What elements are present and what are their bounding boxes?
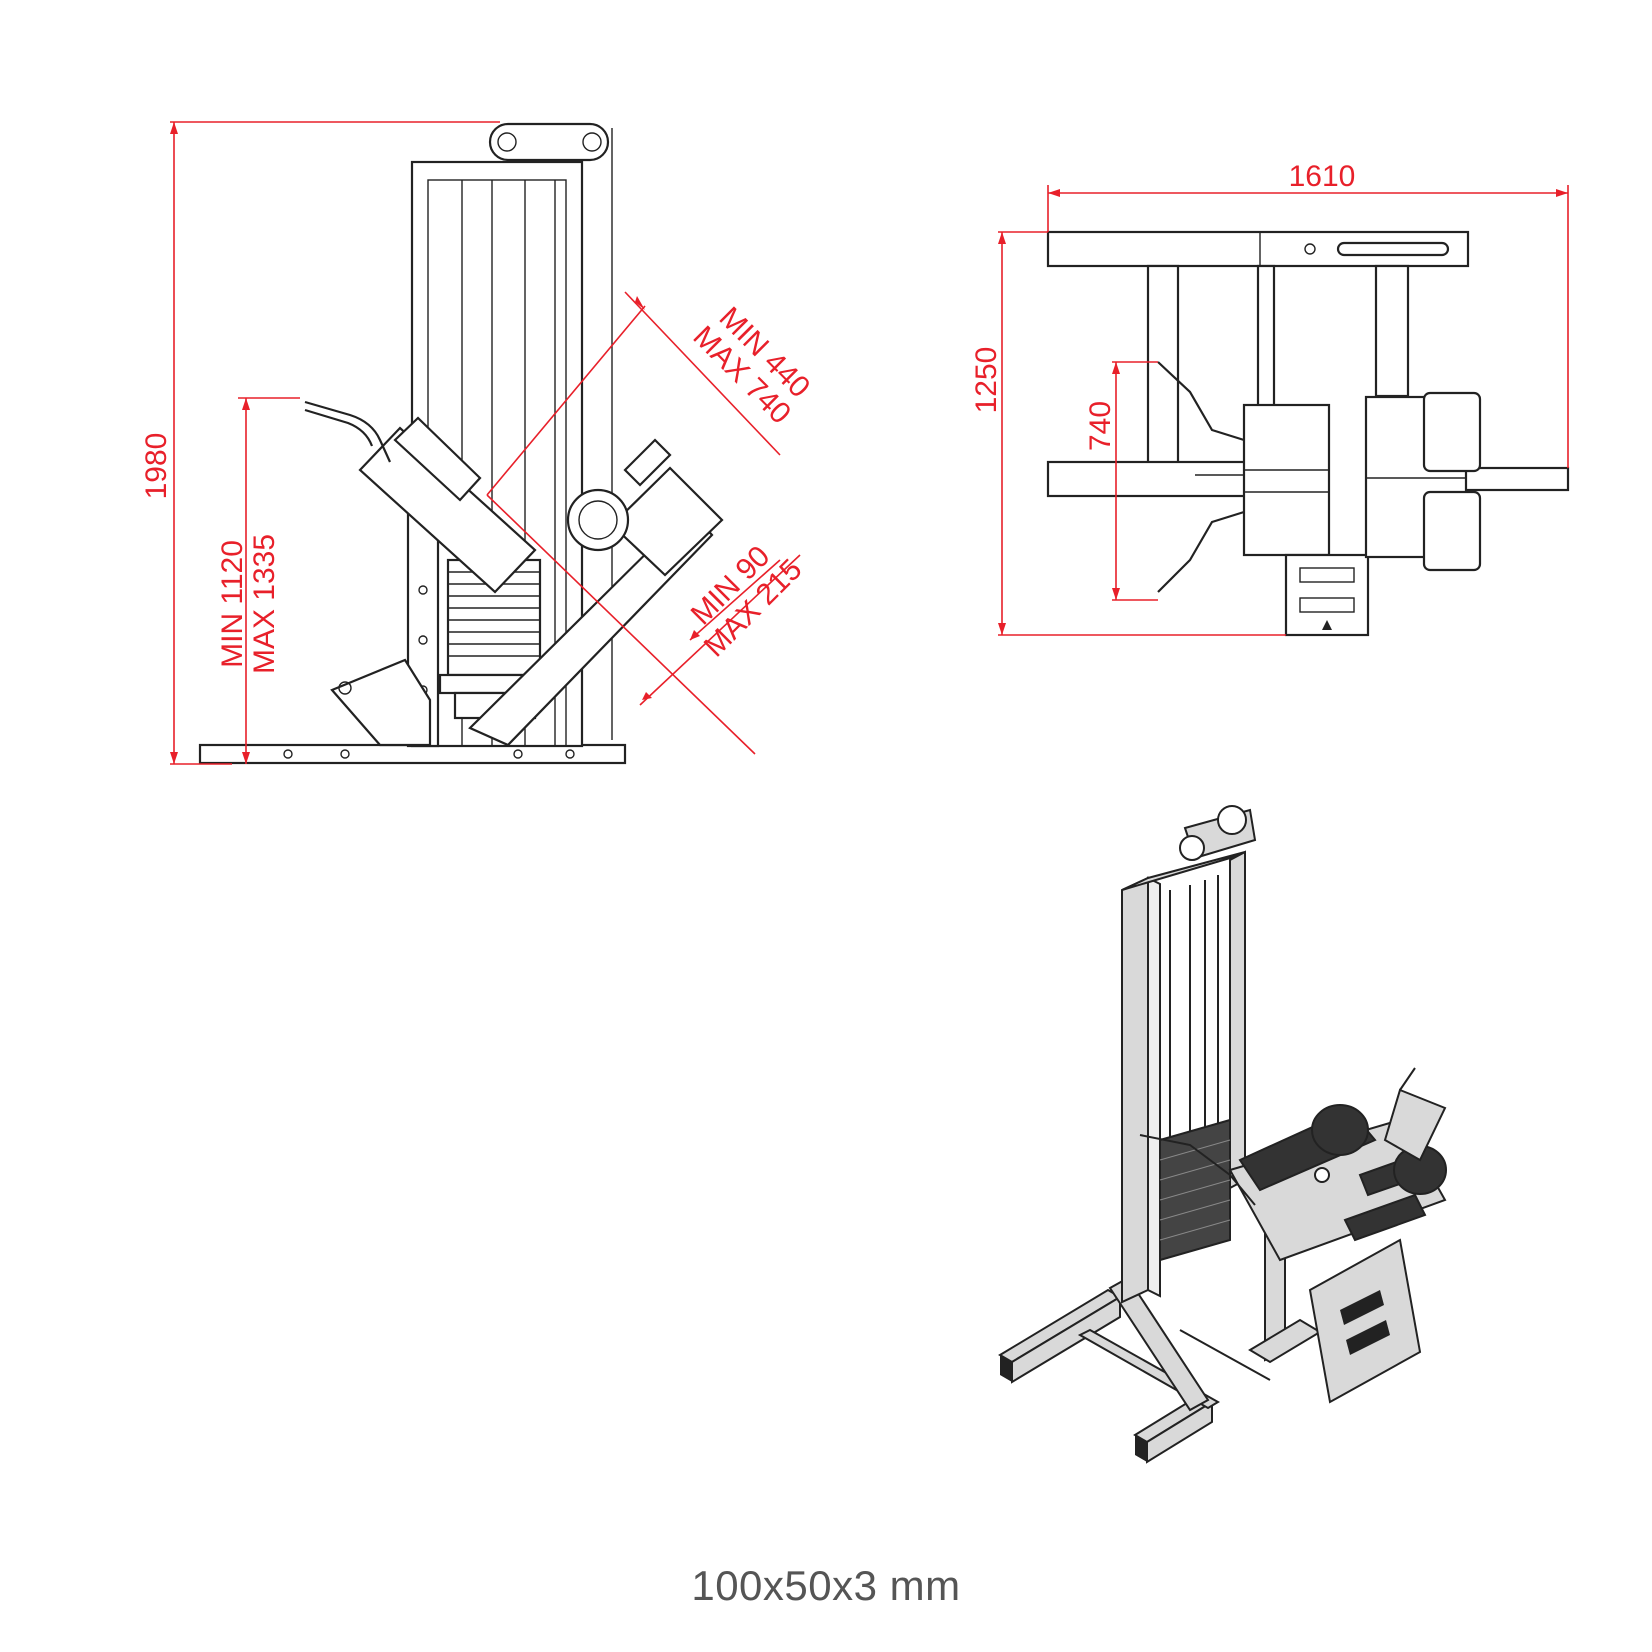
head-pad <box>393 416 482 502</box>
left-foot-rail <box>1046 460 1250 498</box>
overall-depth-label: 1250 <box>970 347 1003 414</box>
top-view <box>1046 230 1570 637</box>
footplate <box>610 466 724 577</box>
seat-block <box>1242 403 1331 557</box>
iso-weight-stack <box>1159 1118 1231 1262</box>
top-view-dimensions: 1610 1250 740 <box>970 160 1569 636</box>
pulley-plate <box>488 122 610 162</box>
seat-height-min-label: MIN 1120 <box>216 540 249 668</box>
iso-roller-top <box>1311 1104 1369 1156</box>
angled-carriage <box>468 508 714 747</box>
iso-footplate <box>1308 1238 1422 1404</box>
iso-upright-left <box>1121 876 1149 1304</box>
rear-bracket <box>330 658 432 747</box>
inner-width-label: 740 <box>1084 401 1117 451</box>
seat-height-max-label: MAX 1335 <box>248 534 281 674</box>
side-view <box>198 122 724 765</box>
overall-width-label: 1610 <box>1289 160 1356 193</box>
isometric-view <box>998 805 1447 1464</box>
base-rail <box>198 743 627 765</box>
pivot-disc <box>566 488 630 552</box>
handle <box>304 400 392 463</box>
back-pad <box>358 426 537 594</box>
profile-caption: 100x50x3 mm <box>691 1562 961 1609</box>
overall-height-label: 1980 <box>140 433 173 500</box>
